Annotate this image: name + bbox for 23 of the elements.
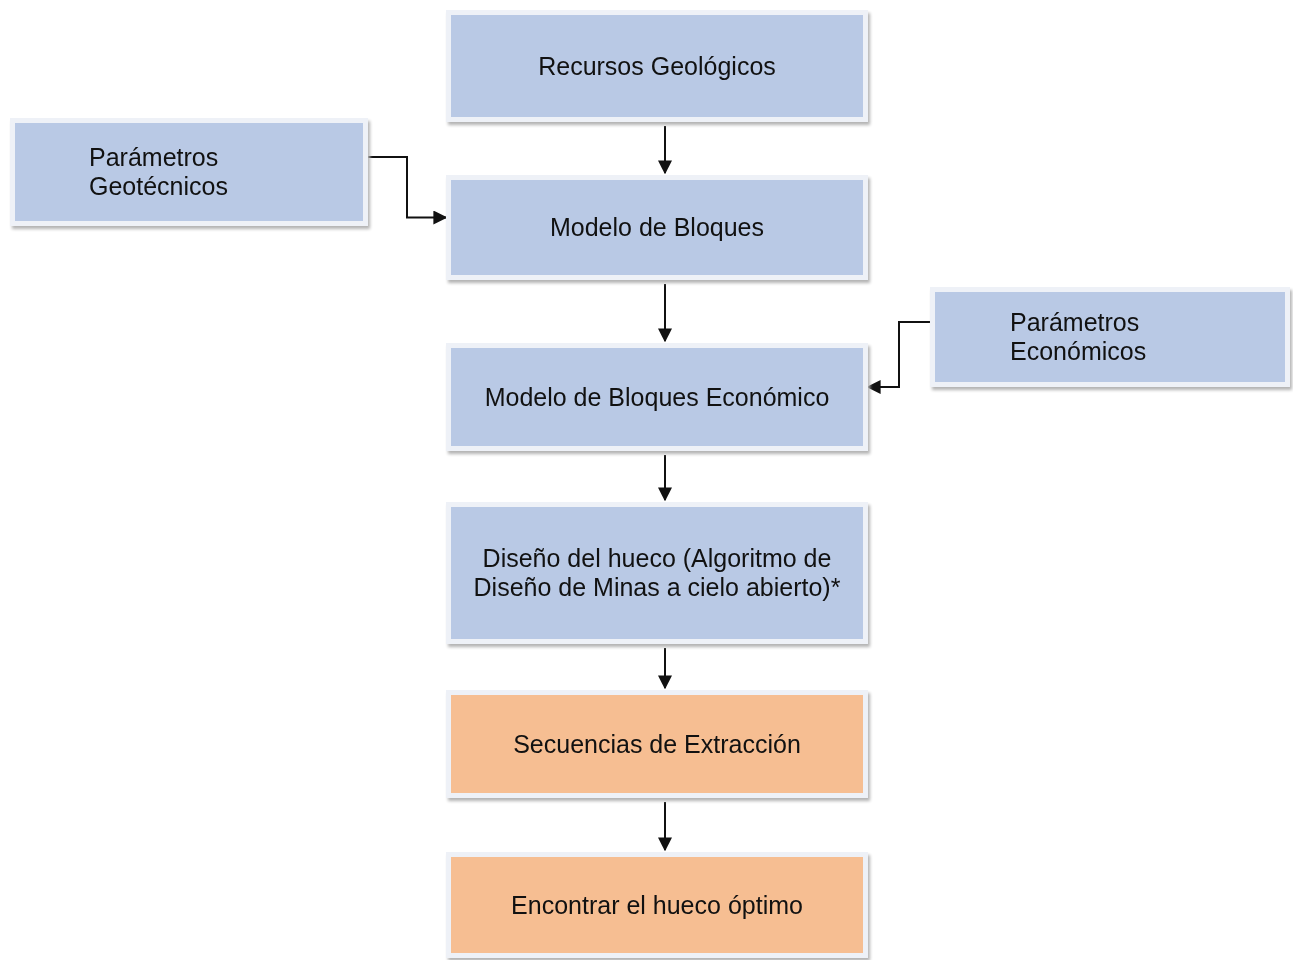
process-box	[446, 502, 868, 644]
process-box	[10, 118, 368, 226]
process-box	[446, 852, 868, 958]
arrow	[658, 125, 672, 175]
arrow	[658, 647, 672, 690]
box-label: Recursos Geológicos	[538, 51, 776, 81]
box-label: Parámetros Económicos	[1010, 308, 1148, 366]
process-box	[446, 343, 868, 451]
box-label: Modelo de Bloques	[549, 213, 764, 242]
box-label: Modelo de Bloques Económico	[484, 382, 830, 412]
box-label: Secuencias de Extracción	[513, 729, 801, 759]
process-box	[930, 287, 1290, 387]
arrow	[866, 321, 931, 394]
process-box	[446, 175, 868, 280]
box-label: Parámetros Geotécnicos	[89, 143, 229, 201]
arrow	[658, 801, 672, 852]
process-box	[446, 10, 868, 122]
process-box	[446, 690, 868, 798]
arrow	[367, 156, 448, 225]
box-label: Encontrar el hueco óptimo	[511, 890, 803, 920]
arrow	[658, 283, 672, 343]
arrow	[658, 454, 672, 502]
box-label: Diseño del hueco (Algoritmo de Diseño de Minas a cielo abierto)*	[472, 544, 842, 602]
